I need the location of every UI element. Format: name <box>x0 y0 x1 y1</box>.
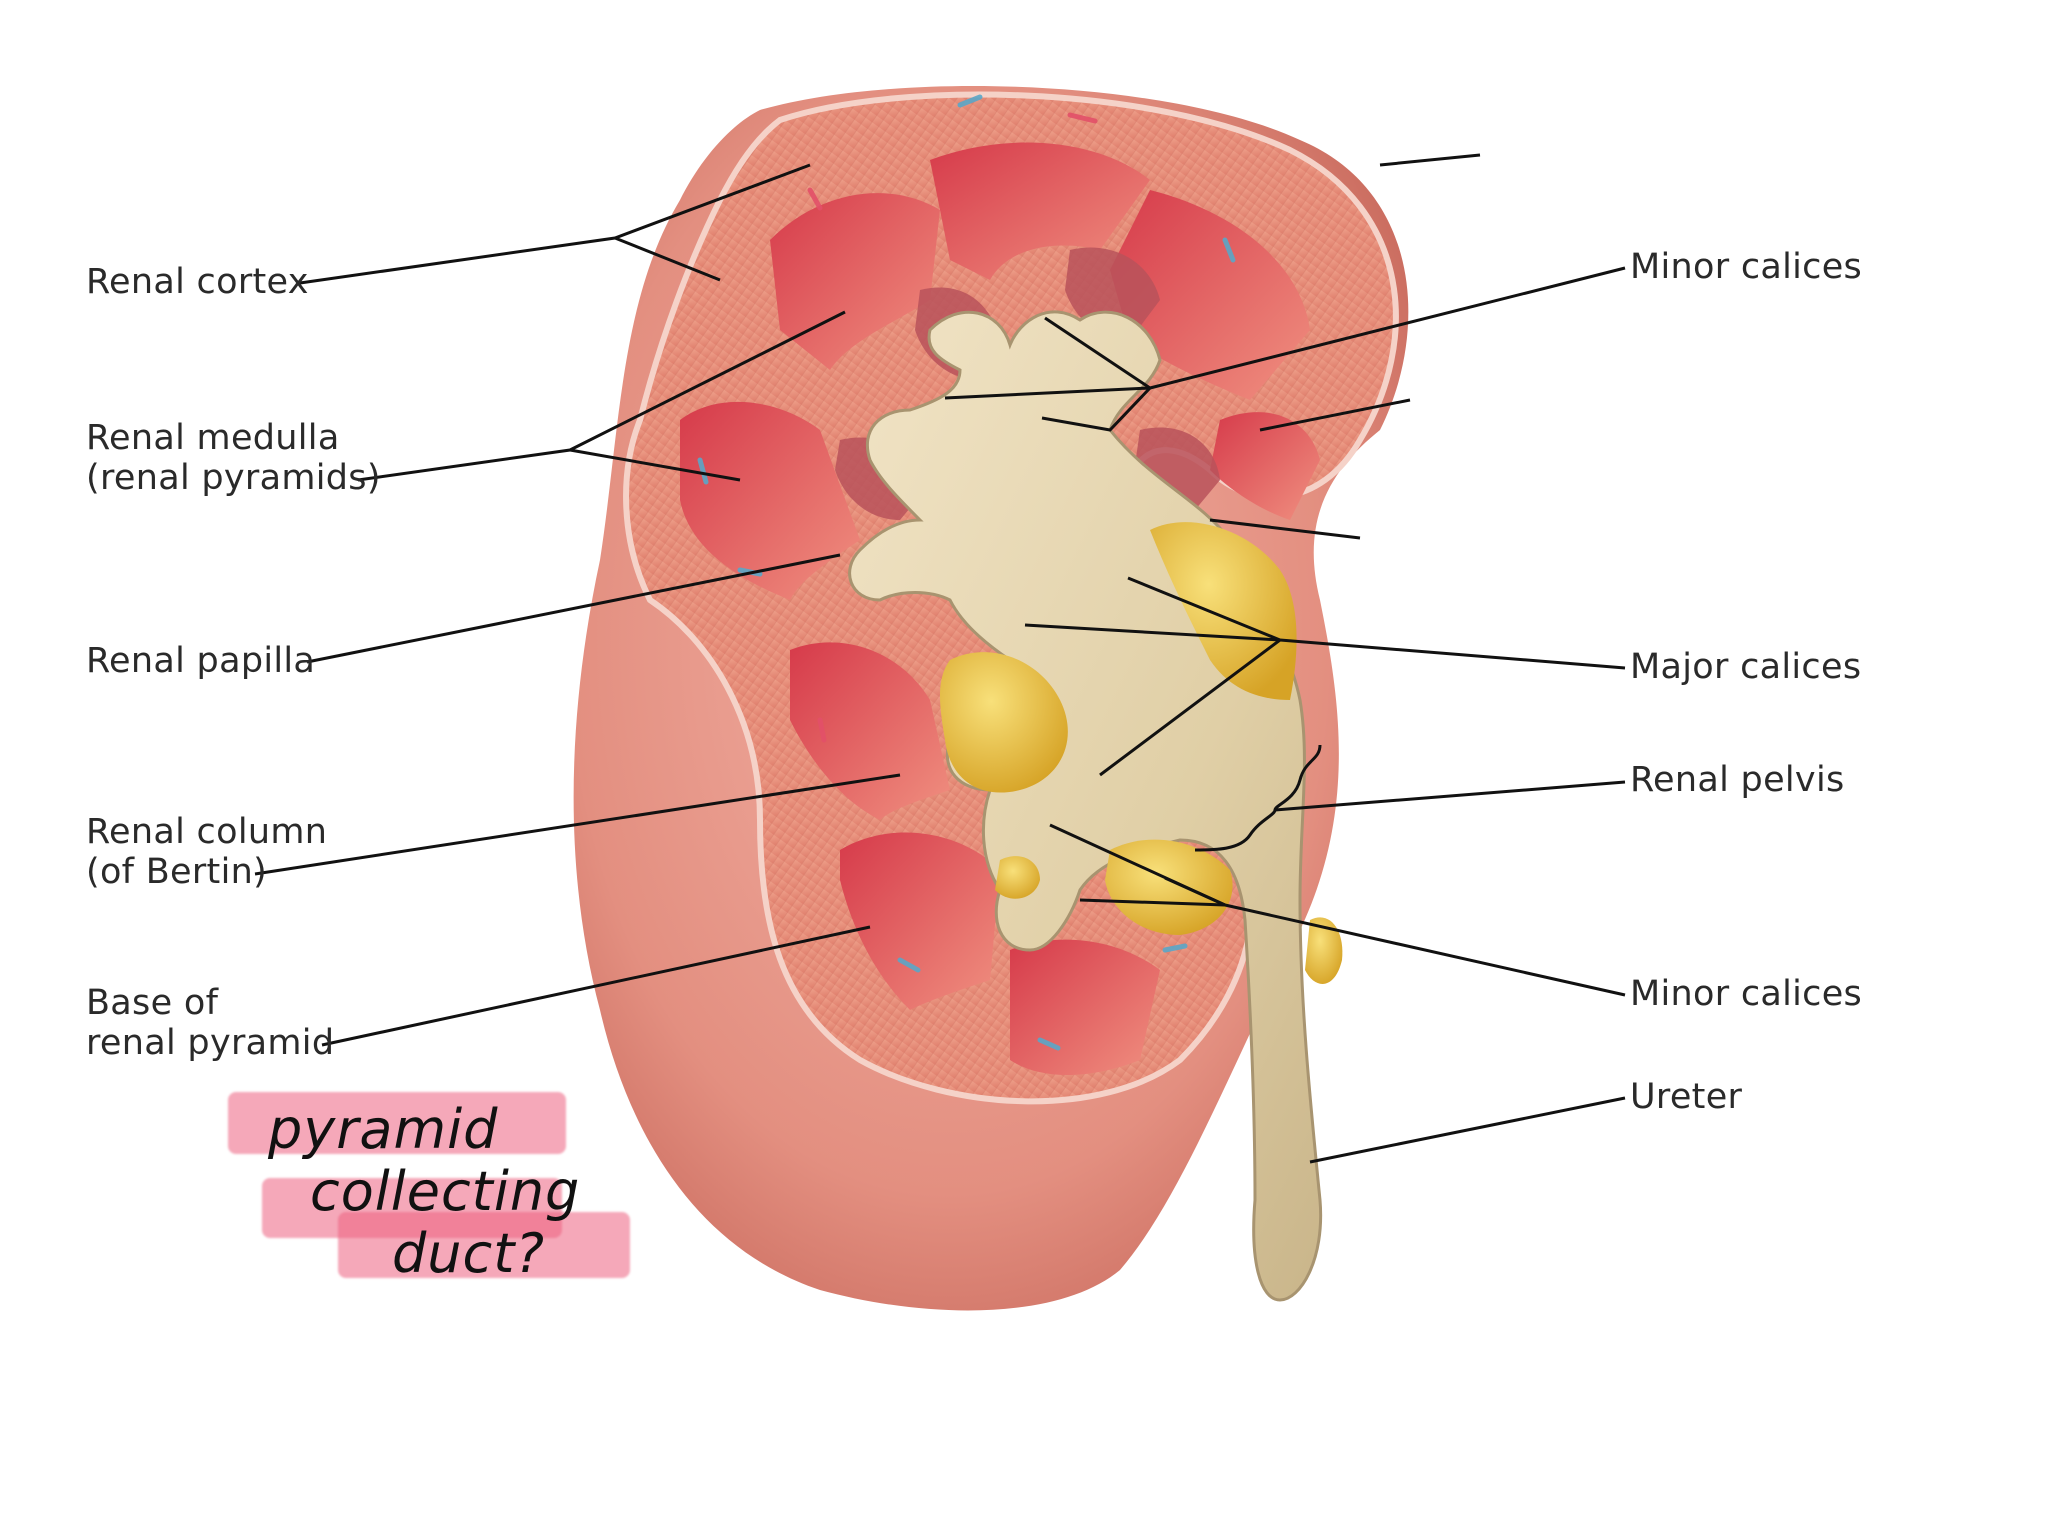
handwritten-note-line2: collecting <box>310 1160 581 1223</box>
pyramid-top-left <box>770 193 940 370</box>
label-renal-papilla: Renal papilla <box>86 641 316 681</box>
highlight-stroke-1 <box>228 1092 566 1154</box>
label-renal-cortex: Renal cortex <box>86 262 309 302</box>
label-major-calices: Major calices <box>1630 647 1862 687</box>
label-base-pyramid-line1: Base of <box>86 983 219 1023</box>
pyramid-bottom <box>1010 939 1160 1075</box>
label-ureter: Ureter <box>1630 1077 1743 1117</box>
label-renal-column-line2: (of Bertin) <box>86 852 268 892</box>
highlight-stroke-3 <box>338 1212 630 1278</box>
label-base-pyramid-line2: renal pyramid <box>86 1023 335 1063</box>
label-renal-medulla-line1: Renal medulla <box>86 418 340 458</box>
renal-pyramids <box>680 142 1320 1075</box>
label-minor-calices-top: Minor calices <box>1630 247 1863 287</box>
handwritten-note-line1: pyramid <box>268 1098 499 1161</box>
label-renal-column-line1: Renal column <box>86 812 328 852</box>
pyramid-right <box>1210 412 1320 520</box>
pyramid-mid-left <box>790 642 950 820</box>
handwritten-note-line3: duct? <box>392 1222 546 1285</box>
pyramid-top-right <box>1110 190 1310 400</box>
vessels <box>697 94 1236 1051</box>
pyramid-left <box>680 401 860 600</box>
label-renal-medulla-line2: (renal pyramids) <box>86 458 381 498</box>
label-minor-calices-bottom: Minor calices <box>1630 974 1863 1014</box>
leader-lines <box>254 153 1626 1164</box>
label-renal-pelvis: Renal pelvis <box>1630 760 1845 800</box>
pyramid-lower-left <box>840 832 1000 1010</box>
pyramid-top <box>930 142 1150 280</box>
